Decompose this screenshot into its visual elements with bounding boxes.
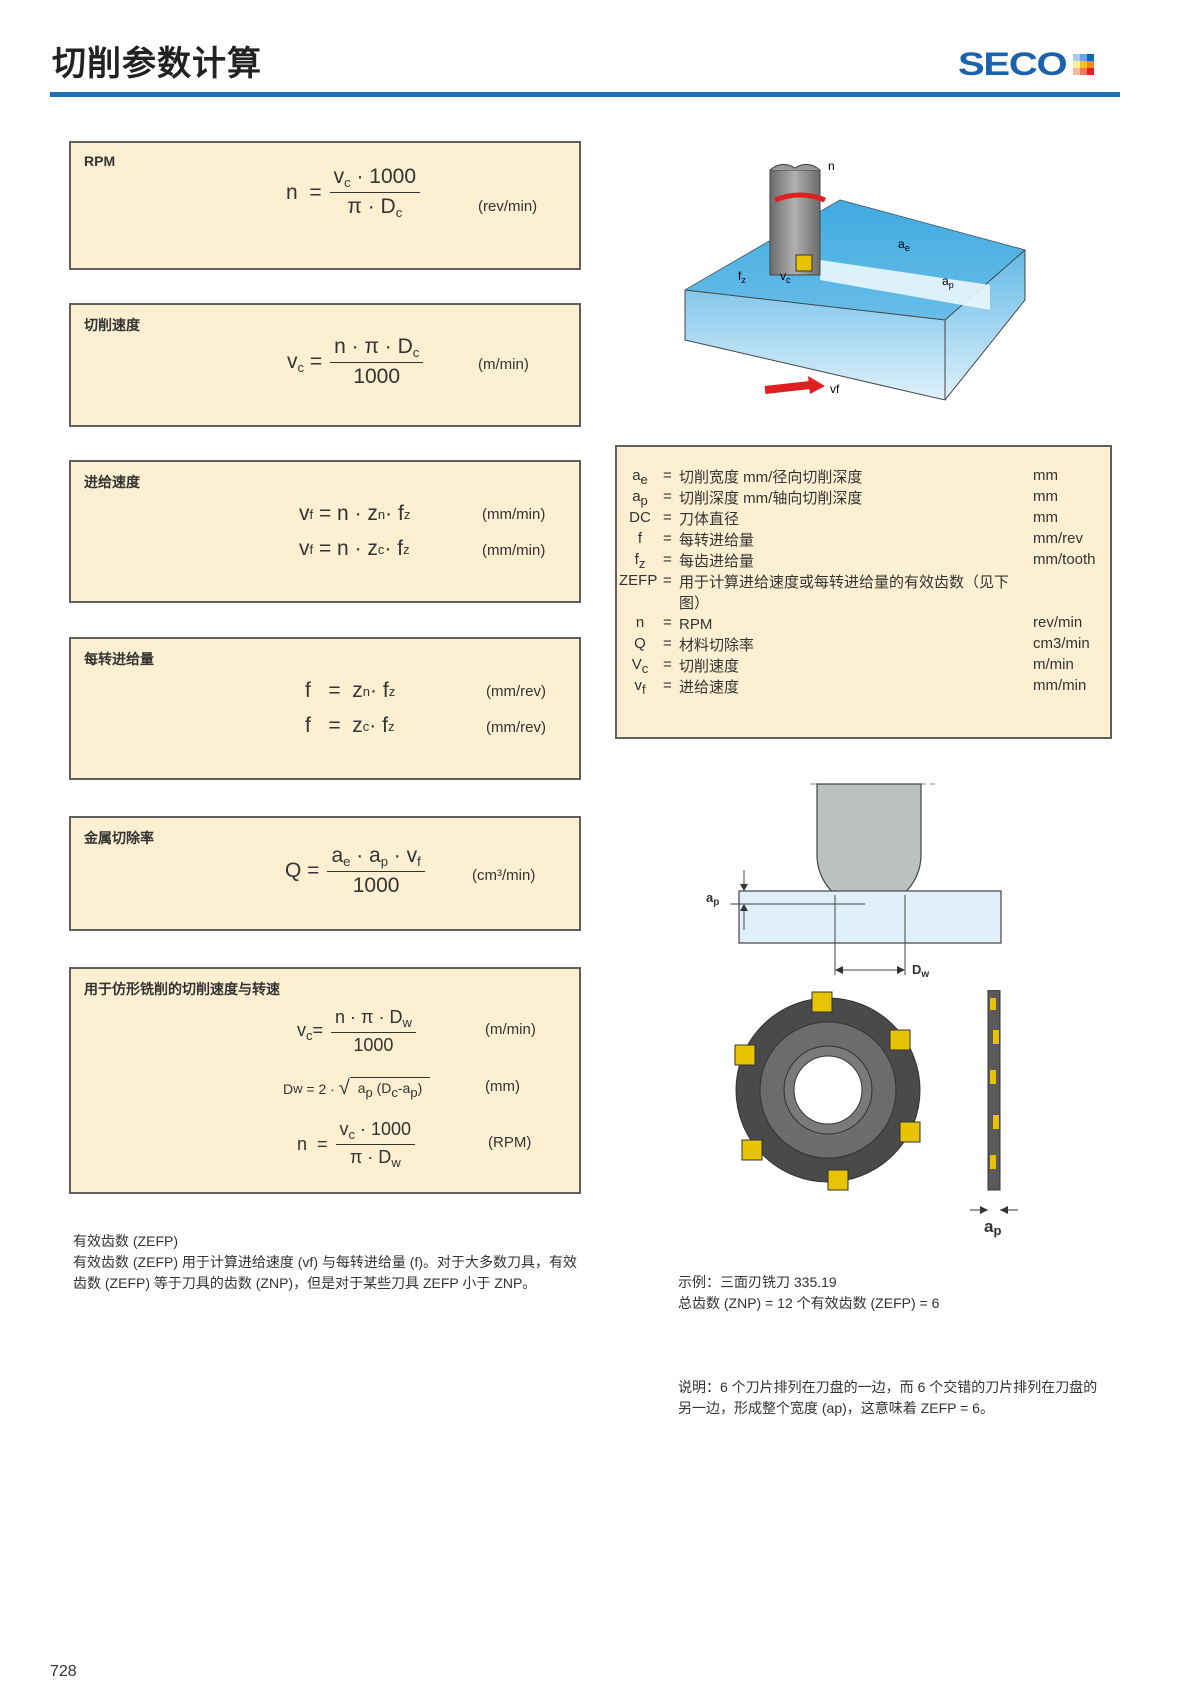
example-line1: 示例：三面刃铣刀 335.19 (678, 1274, 837, 1290)
svg-text:fz: fz (738, 269, 746, 285)
svg-text:ap: ap (942, 274, 954, 290)
formula-label: 切削速度 (84, 319, 140, 334)
svg-text:ap: ap (706, 890, 719, 908)
header-rule (50, 92, 1120, 97)
svg-text:Dw: Dw (912, 962, 929, 980)
face-milling-diagram: n ae ap fz vc vf (684, 160, 1026, 401)
formula-label: RPM (84, 153, 116, 169)
formula-unit: (cm³/min) (472, 867, 536, 884)
logo-color-grid-icon (1072, 54, 1094, 75)
page-title: 切削参数计算 (52, 46, 262, 83)
formula-unit: (mm) (485, 1078, 520, 1095)
label-n: n (828, 160, 835, 173)
formula-label: 用于仿形铣削的切削速度与转速 (84, 983, 280, 998)
svg-text:vc: vc (780, 269, 791, 285)
zefp-note-title: 有效齿数 (ZEFP) (73, 1233, 178, 1249)
formula-unit: (mm/min) (482, 506, 546, 523)
example-note: 说明：6 个刀片排列在刀盘的一边，而 6 个交错的刀片排列在刀盘的另一边，形成整… (678, 1379, 1098, 1416)
zefp-note: 有效齿数 (ZEFP) 有效齿数 (ZEFP) 用于计算进给速度 (vf) 与每… (73, 1231, 583, 1294)
formula-unit: (m/min) (485, 1021, 536, 1038)
formula-label: 金属切除率 (84, 832, 154, 847)
page-number: 728 (50, 1663, 77, 1680)
zefp-note-body: 有效齿数 (ZEFP) 用于计算进给速度 (vf) 与每转进给量 (f)。对于大… (73, 1254, 577, 1291)
svg-text:ap: ap (984, 1217, 1001, 1238)
formula-label: 每转进给量 (84, 653, 154, 668)
formula-unit: (mm/min) (482, 542, 546, 559)
svg-text:ae: ae (898, 237, 910, 253)
formula-unit: (mm/rev) (486, 719, 546, 736)
formula-unit: (m/min) (478, 356, 529, 373)
svg-text:vf: vf (830, 382, 840, 396)
formula-unit: (mm/rev) (486, 683, 546, 700)
example-line2: 总齿数 (ZNP) = 12 个有效齿数 (ZEFP) = 6 (678, 1295, 940, 1311)
logo-text: SECO (958, 46, 1068, 82)
formula-unit: (rev/min) (478, 198, 538, 215)
side-face-cutter-diagram: ap (734, 990, 1018, 1238)
formula-unit: (RPM) (488, 1134, 532, 1151)
formula-label: 进给速度 (84, 476, 140, 491)
seco-logo: SECO (958, 46, 1094, 83)
profile-milling-diagram: ap Dw (706, 783, 1002, 980)
example-text: 示例：三面刃铣刀 335.19 总齿数 (ZNP) = 12 个有效齿数 (ZE… (678, 1272, 1138, 1314)
